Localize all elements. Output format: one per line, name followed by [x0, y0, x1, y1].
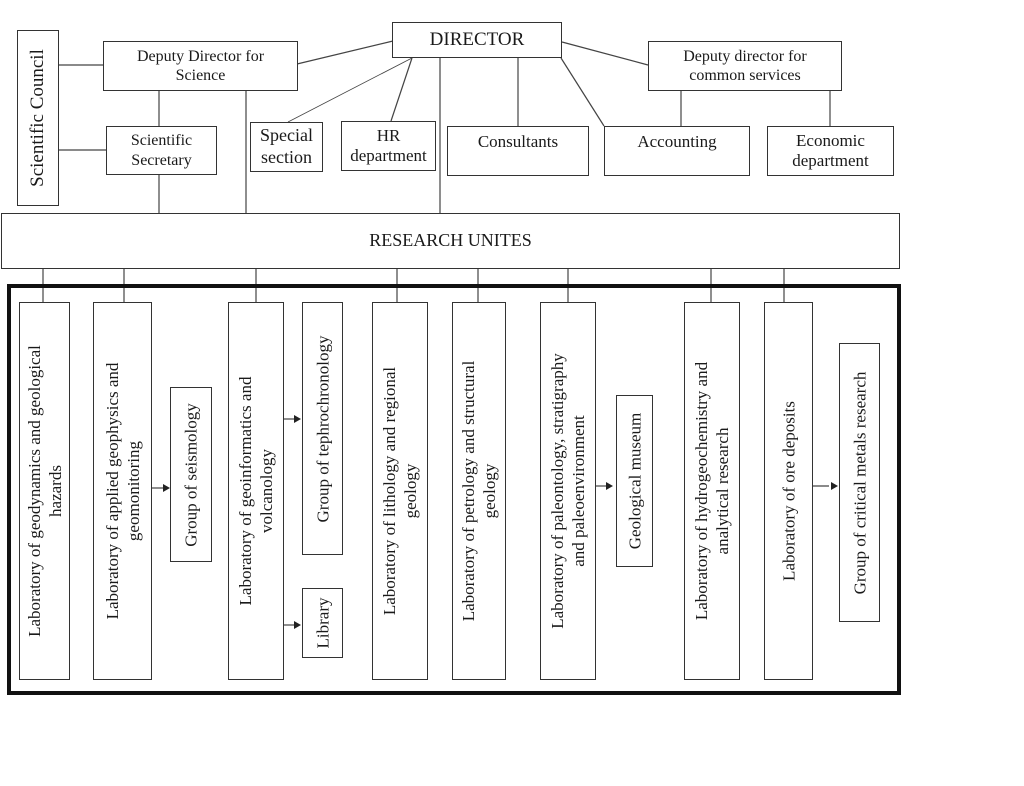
deputy-director-common-box: Deputy director for common services	[648, 41, 842, 91]
lab-label-line: Laboratory of geodynamics and geological	[24, 345, 44, 637]
group-label: Group of critical metals research	[849, 371, 869, 594]
lab-label-line: Laboratory of lithology and regional	[379, 366, 399, 616]
lab-label-line: Laboratory of hydrogeochemistry and	[691, 361, 711, 621]
deputy-common-line-2: common services	[689, 67, 801, 84]
deputy-director-science-box: Deputy Director for Science	[103, 41, 298, 91]
connector-director-deputy-science	[296, 40, 394, 65]
hr-department-box: HR department	[341, 121, 436, 171]
lab-geodynamics: Laboratory of geodynamics and geological…	[19, 302, 70, 680]
lab-label: Laboratory of geoinformatics and volcano…	[235, 377, 278, 606]
connector-director-hr	[390, 57, 413, 122]
special-line-1: Special	[260, 125, 313, 146]
geological-museum: Geological museum	[616, 395, 653, 567]
lab-label-line: and paleoenvironment	[569, 415, 588, 567]
lab-label-line: analytical research	[713, 427, 732, 555]
lab-label: Laboratory of applied geophysics and geo…	[101, 363, 144, 620]
deputy-science-line-1: Deputy Director for	[136, 47, 265, 65]
library: Library	[302, 588, 343, 658]
scientific-secretary-box: Scientific Secretary	[106, 126, 217, 175]
library-label: Library	[312, 597, 332, 649]
scientific-council-label: Scientific Council	[27, 49, 49, 187]
research-units-box: RESEARCH UNITES	[1, 213, 900, 269]
museum-label: Geological museum	[624, 412, 644, 550]
lab-label-line: Laboratory of paleontology, stratigraphy	[547, 353, 567, 629]
secretary-line-2: Secretary	[131, 151, 192, 169]
accounting-label: Accounting	[637, 132, 717, 151]
lab-label-line: hazards	[45, 465, 65, 517]
lab-paleontology: Laboratory of paleontology, stratigraphy…	[540, 302, 596, 680]
connector-director-special	[287, 57, 413, 123]
director-box: DIRECTOR	[392, 22, 562, 58]
lab-label-line: geology	[401, 463, 420, 519]
special-line-2: section	[261, 147, 312, 167]
arrowhead-library	[294, 621, 301, 629]
hr-line-2: department	[350, 146, 427, 165]
consultants-box: Consultants	[447, 126, 589, 176]
economic-line-2: department	[792, 151, 869, 170]
lab-label-line: Laboratory of petrology and structural	[458, 360, 478, 622]
hr-line-1: HR	[376, 125, 401, 145]
deputy-science-line-2: Science	[175, 67, 226, 84]
lab-label-line: Laboratory of applied geophysics and	[102, 362, 122, 620]
research-units-label: RESEARCH UNITES	[369, 230, 532, 251]
lab-label: Laboratory of petrology and structural g…	[458, 361, 501, 622]
arrowhead-museum	[606, 482, 613, 490]
lab-label: Laboratory of geodynamics and geological…	[23, 345, 66, 637]
group-critical-metals: Group of critical metals research	[839, 343, 880, 622]
lab-lithology: Laboratory of lithology and regional geo…	[372, 302, 428, 680]
lab-label-line: geomonitoring	[123, 440, 143, 542]
group-seismology: Group of seismology	[170, 387, 212, 562]
lab-label-line: Laboratory of ore deposits	[778, 401, 798, 581]
lab-label-line: geology	[480, 463, 499, 519]
lab-hydrogeochemistry: Laboratory of hydrogeochemistry and anal…	[684, 302, 740, 680]
arrowhead-tephrochronology	[294, 415, 301, 423]
lab-ore-deposits: Laboratory of ore deposits	[764, 302, 813, 680]
group-tephrochronology: Group of tephrochronology	[302, 302, 343, 555]
accounting-box: Accounting	[604, 126, 750, 176]
secretary-line-1: Scientific	[130, 132, 193, 150]
arrowhead-critical-metals	[831, 482, 838, 490]
special-section-box: Special section	[250, 122, 323, 172]
deputy-common-line-1: Deputy director for	[683, 47, 807, 65]
lab-petrology: Laboratory of petrology and structural g…	[452, 302, 506, 680]
director-label: DIRECTOR	[429, 28, 525, 50]
lab-label: Laboratory of ore deposits	[778, 401, 799, 581]
connector-director-accounting	[560, 57, 605, 127]
group-label: Group of tephrochronology	[312, 335, 332, 522]
lab-label: Laboratory of hydrogeochemistry and anal…	[691, 362, 734, 620]
connector-director-deputy-common	[561, 41, 649, 66]
lab-label-line: Laboratory of geoinformatics and	[235, 376, 255, 606]
research-units-frame	[7, 284, 901, 695]
lab-label: Laboratory of paleontology, stratigraphy…	[547, 353, 590, 629]
consultants-label: Consultants	[477, 132, 559, 151]
economic-line-1: Economic	[796, 130, 865, 150]
scientific-council-box: Scientific Council	[17, 30, 59, 206]
group-label: Group of seismology	[181, 402, 201, 547]
lab-label-line: volcanology	[257, 448, 276, 534]
economic-department-box: Economic department	[767, 126, 894, 176]
lab-geoinformatics: Laboratory of geoinformatics and volcano…	[228, 302, 284, 680]
lab-label: Laboratory of lithology and regional geo…	[379, 367, 422, 615]
arrowhead-seismology	[163, 484, 170, 492]
lab-applied-geophysics: Laboratory of applied geophysics and geo…	[93, 302, 152, 680]
